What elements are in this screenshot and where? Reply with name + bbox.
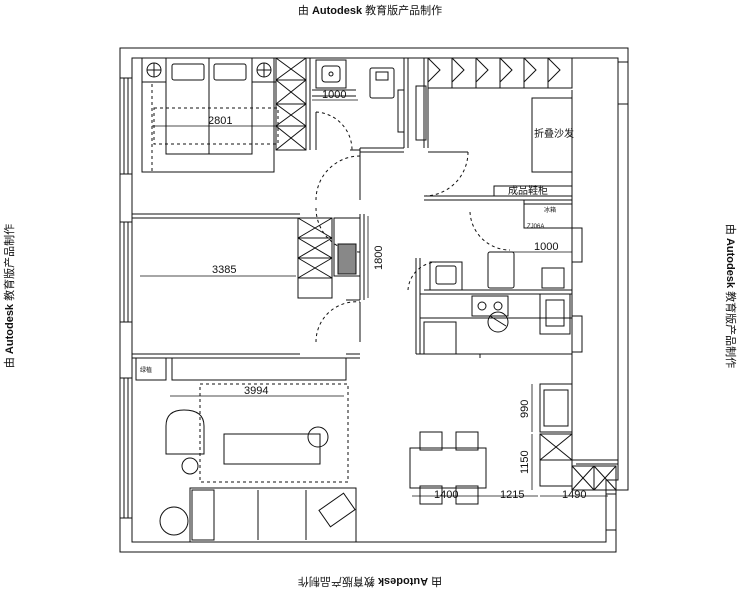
dim-balcony: 1490 (562, 489, 586, 501)
dimension-lines (140, 99, 608, 497)
master-bedroom-furniture (141, 57, 307, 173)
dim-utility: 990 (519, 400, 531, 418)
dim-corridor: 1800 (373, 246, 385, 270)
dim-master-bed: 2801 (208, 115, 232, 127)
living-room-furniture (135, 357, 357, 543)
watermark-top: 由 Autodesk 教育版产品制作 (297, 5, 443, 17)
bedroom2-furniture (297, 217, 361, 299)
dim-dining-width: 1400 (434, 489, 458, 501)
label-cabinet: 成品鞋柜 (508, 184, 548, 197)
label-plant: 绿植 (140, 366, 152, 374)
dim-gap: 1215 (500, 489, 524, 501)
dim-kitchen: 1000 (534, 241, 558, 253)
dim-bedroom2: 3385 (212, 264, 236, 276)
label-sofa: 折叠沙发 (534, 127, 574, 140)
dim-bath: 1000 (322, 89, 346, 101)
dim-living: 3994 (244, 385, 268, 397)
doors (315, 111, 511, 343)
bathroom-fixtures (312, 59, 405, 133)
dim-dining-depth: 1150 (519, 450, 531, 474)
right-windows (571, 61, 629, 531)
sofa-room-furniture (415, 57, 573, 197)
dining-furniture (409, 431, 487, 505)
utility-furniture (539, 383, 617, 491)
kitchen-furniture (419, 203, 573, 355)
label-appliance: ZJ06A (527, 224, 544, 230)
label-fridge: 冰箱 (544, 206, 556, 214)
left-windows (119, 77, 133, 519)
